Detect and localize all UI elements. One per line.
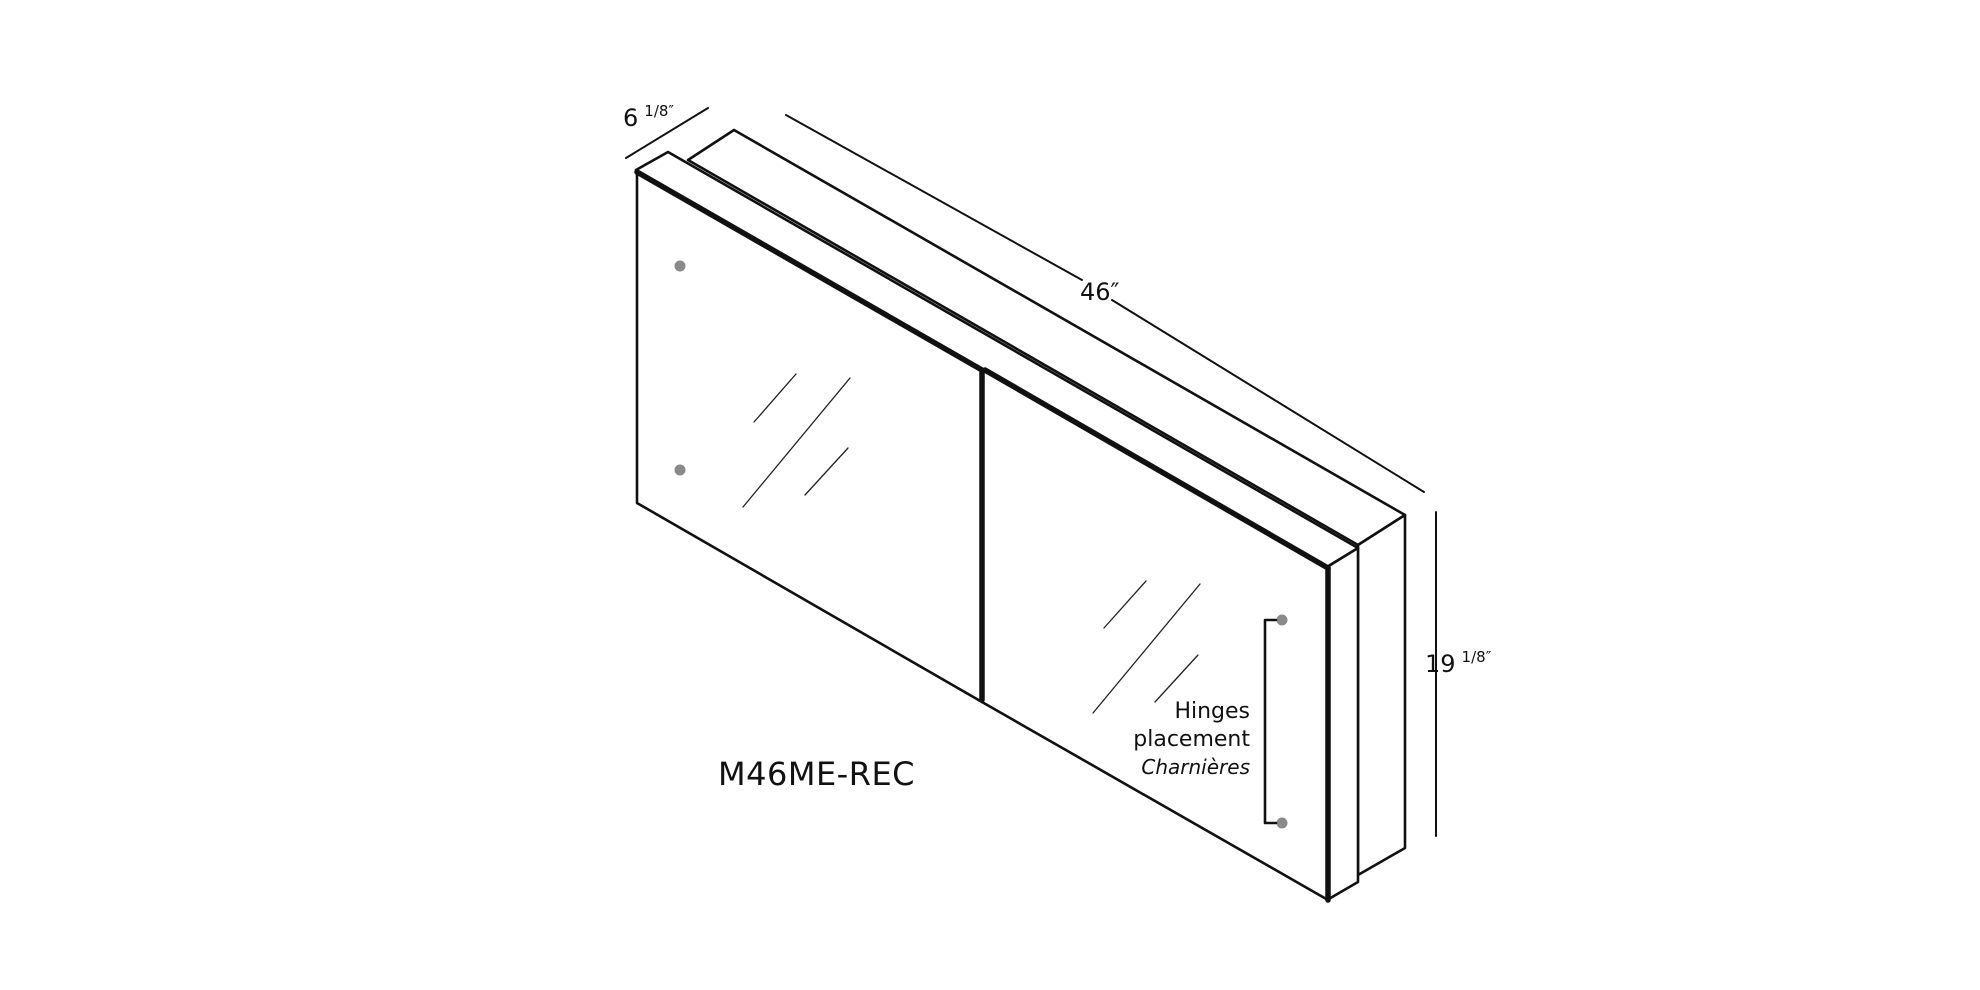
depth-dimension-line (625, 107, 709, 159)
right-mirror-reflection (1092, 580, 1201, 714)
hinge-callout-line3: Charnières (1141, 755, 1250, 779)
body-right-face (1356, 513, 1407, 877)
left-door-top-edge (634, 169, 985, 373)
width-dimension-line-b (1111, 299, 1425, 493)
hinge-dot-right-top (1276, 614, 1288, 626)
width-dimension: 46″ (785, 114, 1425, 493)
hinge-callout-line1: Hinges (1174, 699, 1250, 724)
width-dimension-line-a (785, 114, 1083, 281)
right-mirror-door (979, 367, 1331, 903)
width-dimension-label: 46″ (1080, 278, 1120, 306)
frame-right-edge (1325, 546, 1360, 902)
right-door-top-edge (982, 367, 1331, 571)
hinge-bracket (1263, 618, 1278, 825)
hinge-callout: Hinges placement Charnières (1133, 699, 1250, 779)
model-label: M46ME-REC (718, 755, 915, 793)
hinge-callout-line2: placement (1133, 727, 1250, 752)
hinge-dot-left-top (674, 260, 686, 272)
hinge-dot-left-bottom (674, 464, 686, 476)
left-mirror-reflection (742, 373, 851, 508)
left-mirror-door (634, 169, 985, 704)
hinge-dot-right-bottom (1276, 817, 1288, 829)
